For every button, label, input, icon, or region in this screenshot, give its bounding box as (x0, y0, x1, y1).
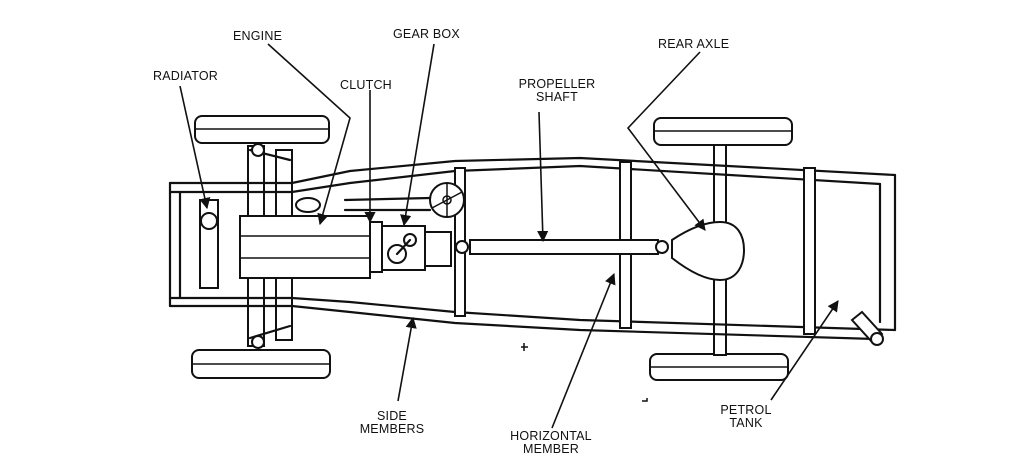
label-petrol-tank: PETROL TANK (711, 404, 781, 430)
leader-lines (179, 43, 839, 429)
label-horizontal-member-line1: HORIZONTAL (510, 429, 592, 443)
label-clutch: CLUTCH (340, 78, 392, 92)
label-petrol-tank-line1: PETROL (720, 403, 772, 417)
label-horizontal-member: HORIZONTAL MEMBER (496, 430, 606, 456)
label-side-members-line2: MEMBERS (359, 422, 425, 436)
gear-box-unit (381, 225, 452, 271)
label-propeller-shaft-line1: PROPELLER (518, 77, 596, 91)
rear-left-wheel (653, 117, 793, 146)
label-propeller-shaft: PROPELLER SHAFT (512, 78, 602, 104)
petrol-tank-filler (850, 310, 884, 346)
label-horizontal-member-line2: MEMBER (522, 442, 580, 456)
radiator-unit (199, 199, 219, 289)
differential (671, 220, 746, 282)
rear-right-wheel (649, 353, 789, 381)
label-gear-box: GEAR BOX (393, 27, 460, 41)
label-petrol-tank-line2: TANK (729, 416, 763, 430)
label-radiator: RADIATOR (153, 69, 219, 83)
label-engine: ENGINE (233, 29, 283, 43)
front-right-wheel (191, 349, 331, 379)
label-rear-axle: REAR AXLE (658, 37, 730, 51)
steering-wheel (343, 182, 465, 218)
label-side-members-line1: SIDE (377, 409, 407, 423)
engine-block (239, 197, 383, 279)
label-propeller-shaft-line2: SHAFT (536, 90, 578, 104)
propeller-shaft-unit (455, 239, 669, 255)
label-side-members: SIDE MEMBERS (352, 410, 432, 436)
front-left-wheel (194, 115, 330, 144)
scan-marks (521, 343, 648, 402)
